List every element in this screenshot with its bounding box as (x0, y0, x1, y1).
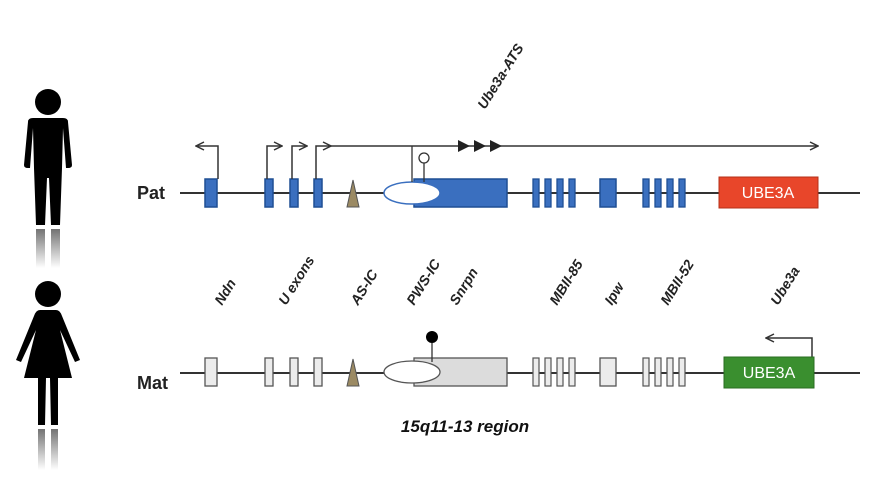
maternal-mbii-52-exon (642, 357, 650, 387)
paternal-mbii-52-exon (654, 178, 662, 208)
gene-label-ube3a: Ube3a (767, 263, 803, 307)
paternal-u-exon (313, 178, 323, 208)
paternal-u-exon (264, 178, 274, 208)
paternal-mbii-85-exon (532, 178, 540, 208)
paternal-mbii-52-exon (666, 178, 674, 208)
maternal-mbii-52-exon (678, 357, 686, 387)
paternal-mbii-85-exon (568, 178, 576, 208)
ube3a-ats-label: Ube3a-ATS (474, 40, 527, 111)
maternal-u-exon (289, 357, 299, 387)
paternal-u-exon-promoter-arrow (315, 146, 331, 179)
transcript-direction-arrowheads (458, 140, 502, 152)
methylated-lollipop-icon (426, 331, 438, 343)
paternal-mbii-85-exon (556, 178, 564, 208)
paternal-mbii-85-exon (544, 178, 552, 208)
paternal-mbii-52-exon (678, 178, 686, 208)
gene-label-ndn: Ndn (211, 276, 239, 308)
gene-label-as-ic: AS-IC (346, 266, 381, 308)
paternal-ndn-exon (204, 178, 218, 208)
maternal-row-label: Mat (137, 373, 168, 393)
paternal-chromosome: UBE3A (180, 140, 860, 209)
gene-label-ipw: Ipw (601, 278, 628, 307)
paternal-u-exon-promoter-arrow (266, 146, 282, 179)
gene-label-mbii-52: MBII-52 (657, 257, 697, 308)
paternal-row-label: Pat (137, 183, 165, 203)
maternal-pws-ic-oval (383, 360, 441, 384)
maternal-ube3a-label: UBE3A (743, 365, 796, 382)
gene-label-mbii-85: MBII-85 (546, 257, 586, 308)
maternal-mbii-52-exon (654, 357, 662, 387)
maternal-mbii-85-exon (568, 357, 576, 387)
unmethylated-lollipop-icon (418, 152, 430, 164)
paternal-ipw-exon (599, 178, 617, 208)
paternal-u-exon (289, 178, 299, 208)
maternal-as-ic-marker (346, 358, 360, 387)
gene-labels: Ndn U exons AS-IC PWS-IC Snrpn MBII-85 I… (211, 253, 803, 309)
maternal-mbii-85-exon (532, 357, 540, 387)
region-label: 15q11-13 region (401, 417, 529, 436)
maternal-chromosome: UBE3A (180, 331, 860, 389)
maternal-ube3a-box (723, 356, 815, 389)
paternal-mbii-52-exon (642, 178, 650, 208)
maternal-mbii-52-exon (666, 357, 674, 387)
maternal-ndn-exon (204, 357, 218, 387)
paternal-u-exon-promoter-arrow (291, 146, 307, 179)
maternal-mbii-85-exon (556, 357, 564, 387)
gene-label-u-exons: U exons (275, 253, 318, 308)
maternal-u-exon (264, 357, 274, 387)
maternal-u-exon (313, 357, 323, 387)
female-figure-icon (16, 281, 80, 470)
maternal-ipw-exon (599, 357, 617, 387)
paternal-pws-ic-oval (383, 181, 441, 205)
maternal-ube3a-arrow (766, 338, 813, 358)
paternal-ndn-arrow (196, 146, 219, 179)
male-figure-icon (24, 89, 72, 268)
paternal-ube3a-label: UBE3A (742, 185, 795, 202)
gene-label-pws-ic: PWS-IC (403, 255, 444, 307)
paternal-as-ic-marker (346, 179, 360, 208)
maternal-mbii-85-exon (544, 357, 552, 387)
paternal-ube3a-box (718, 176, 819, 209)
gene-label-snrpn: Snrpn (446, 265, 481, 308)
